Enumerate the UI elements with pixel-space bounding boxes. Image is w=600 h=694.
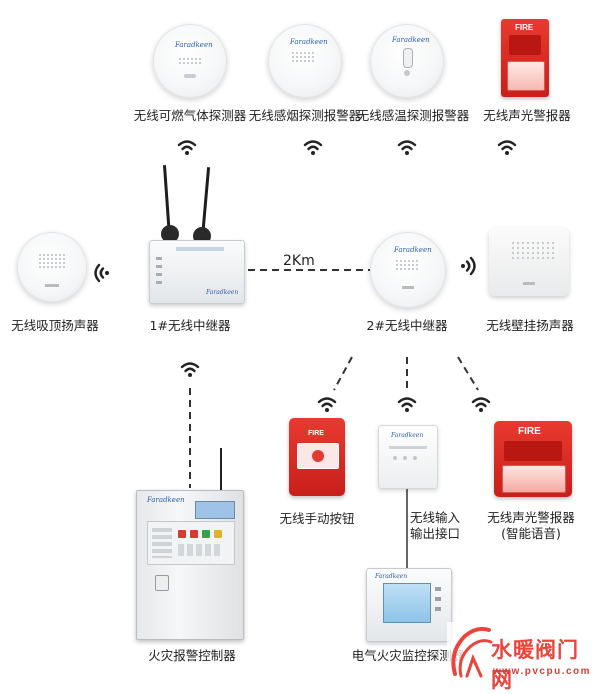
speaker-holes [39, 254, 65, 268]
strobe-alarm-voice-image: FIRE [494, 421, 572, 497]
wifi-signal-icon [397, 140, 417, 156]
status-led [45, 284, 59, 287]
electrical-monitor-image: Faradkeen [366, 568, 452, 642]
repeater-2-image: Faradkeen [370, 232, 446, 308]
status-led [404, 70, 410, 76]
wifi-signal-icon [317, 397, 337, 413]
wifi-signal-icon [303, 140, 323, 156]
wifi-signal-icon [460, 256, 476, 276]
status-led [523, 282, 535, 285]
ceiling-speaker-image [17, 232, 87, 302]
vent-dots [179, 58, 201, 64]
electrical-monitor-label: 电气火灾监控探测器 [351, 648, 465, 663]
link-repeater2-button [333, 356, 353, 391]
watermark-url: www.pvcpu.com [493, 666, 592, 677]
link-repeater2-strobe [457, 356, 479, 391]
gas-detector-image: Faradkeen [153, 24, 227, 98]
panel-cabinet: Faradkeen [136, 490, 244, 640]
io-interface-label-line1: 无线输入 [410, 510, 461, 525]
io-interface-image: Faradkeen [378, 425, 438, 489]
strobe-alarm-top-image: FIRE [501, 19, 549, 97]
antenna [220, 448, 222, 494]
vent-dots [396, 260, 418, 270]
heat-detector-label: 无线感温探测报警器 [356, 108, 470, 123]
watermark-logo-icon [451, 626, 493, 678]
speaker-holes [512, 242, 554, 259]
heat-detector-image: Faradkeen [370, 24, 444, 98]
fire-panel-image: Faradkeen [136, 448, 244, 640]
strobe-lens [502, 465, 566, 493]
speaker-grille [509, 35, 541, 55]
repeater-1-image: Faradkeen [145, 165, 247, 305]
repeater-body: Faradkeen [149, 240, 245, 304]
wifi-signal-icon [397, 397, 417, 413]
strobe-alarm-voice-label-line2: (智能语音) [501, 526, 561, 541]
panel-display [195, 501, 235, 519]
strobe-alarm-top-label: 无线声光警报器 [483, 108, 571, 123]
manual-button-image: FIRE [289, 418, 345, 496]
smoke-detector-image: Faradkeen [268, 24, 342, 98]
wall-speaker-image [489, 228, 569, 296]
wifi-signal-icon [497, 140, 517, 156]
watermark: 水暖阀门网 www.pvcpu.com [447, 622, 597, 692]
wall-speaker-label: 无线壁挂扬声器 [486, 318, 574, 333]
thermistor-icon [403, 48, 413, 68]
gas-detector-label: 无线可燃气体探测器 [133, 108, 247, 123]
model-strip [176, 247, 224, 251]
wifi-signal-icon [180, 362, 200, 378]
antenna-base [161, 225, 179, 243]
ceiling-speaker-label: 无线吸顶扬声器 [11, 318, 99, 333]
repeater-2-label: 2#无线中继器 [366, 318, 448, 333]
vent-dots [292, 52, 314, 62]
fire-panel-label: 火灾报警控制器 [148, 648, 236, 663]
repeater-1-label: 1#无线中继器 [149, 318, 231, 333]
wifi-signal-icon [94, 263, 110, 283]
monitor-screen [383, 583, 431, 623]
press-window [297, 443, 339, 469]
manual-button-label: 无线手动按钮 [279, 511, 355, 526]
watermark-title: 水暖阀门网 [491, 639, 579, 692]
press-point [312, 450, 324, 462]
status-led [402, 286, 414, 289]
keypad-area [147, 521, 235, 565]
strobe-alarm-voice-label-line1: 无线声光警报器 [487, 510, 575, 525]
distance-label: 2Km [283, 253, 315, 269]
wifi-signal-icon [177, 140, 197, 156]
wifi-signal-icon [471, 397, 491, 413]
status-led [184, 74, 196, 78]
speaker-grille [504, 441, 562, 461]
io-interface-label-line2: 输出接口 [410, 526, 461, 541]
printer-slot [155, 575, 169, 591]
strobe-lens [507, 61, 545, 91]
smoke-detector-label: 无线感烟探测报警器 [248, 108, 362, 123]
